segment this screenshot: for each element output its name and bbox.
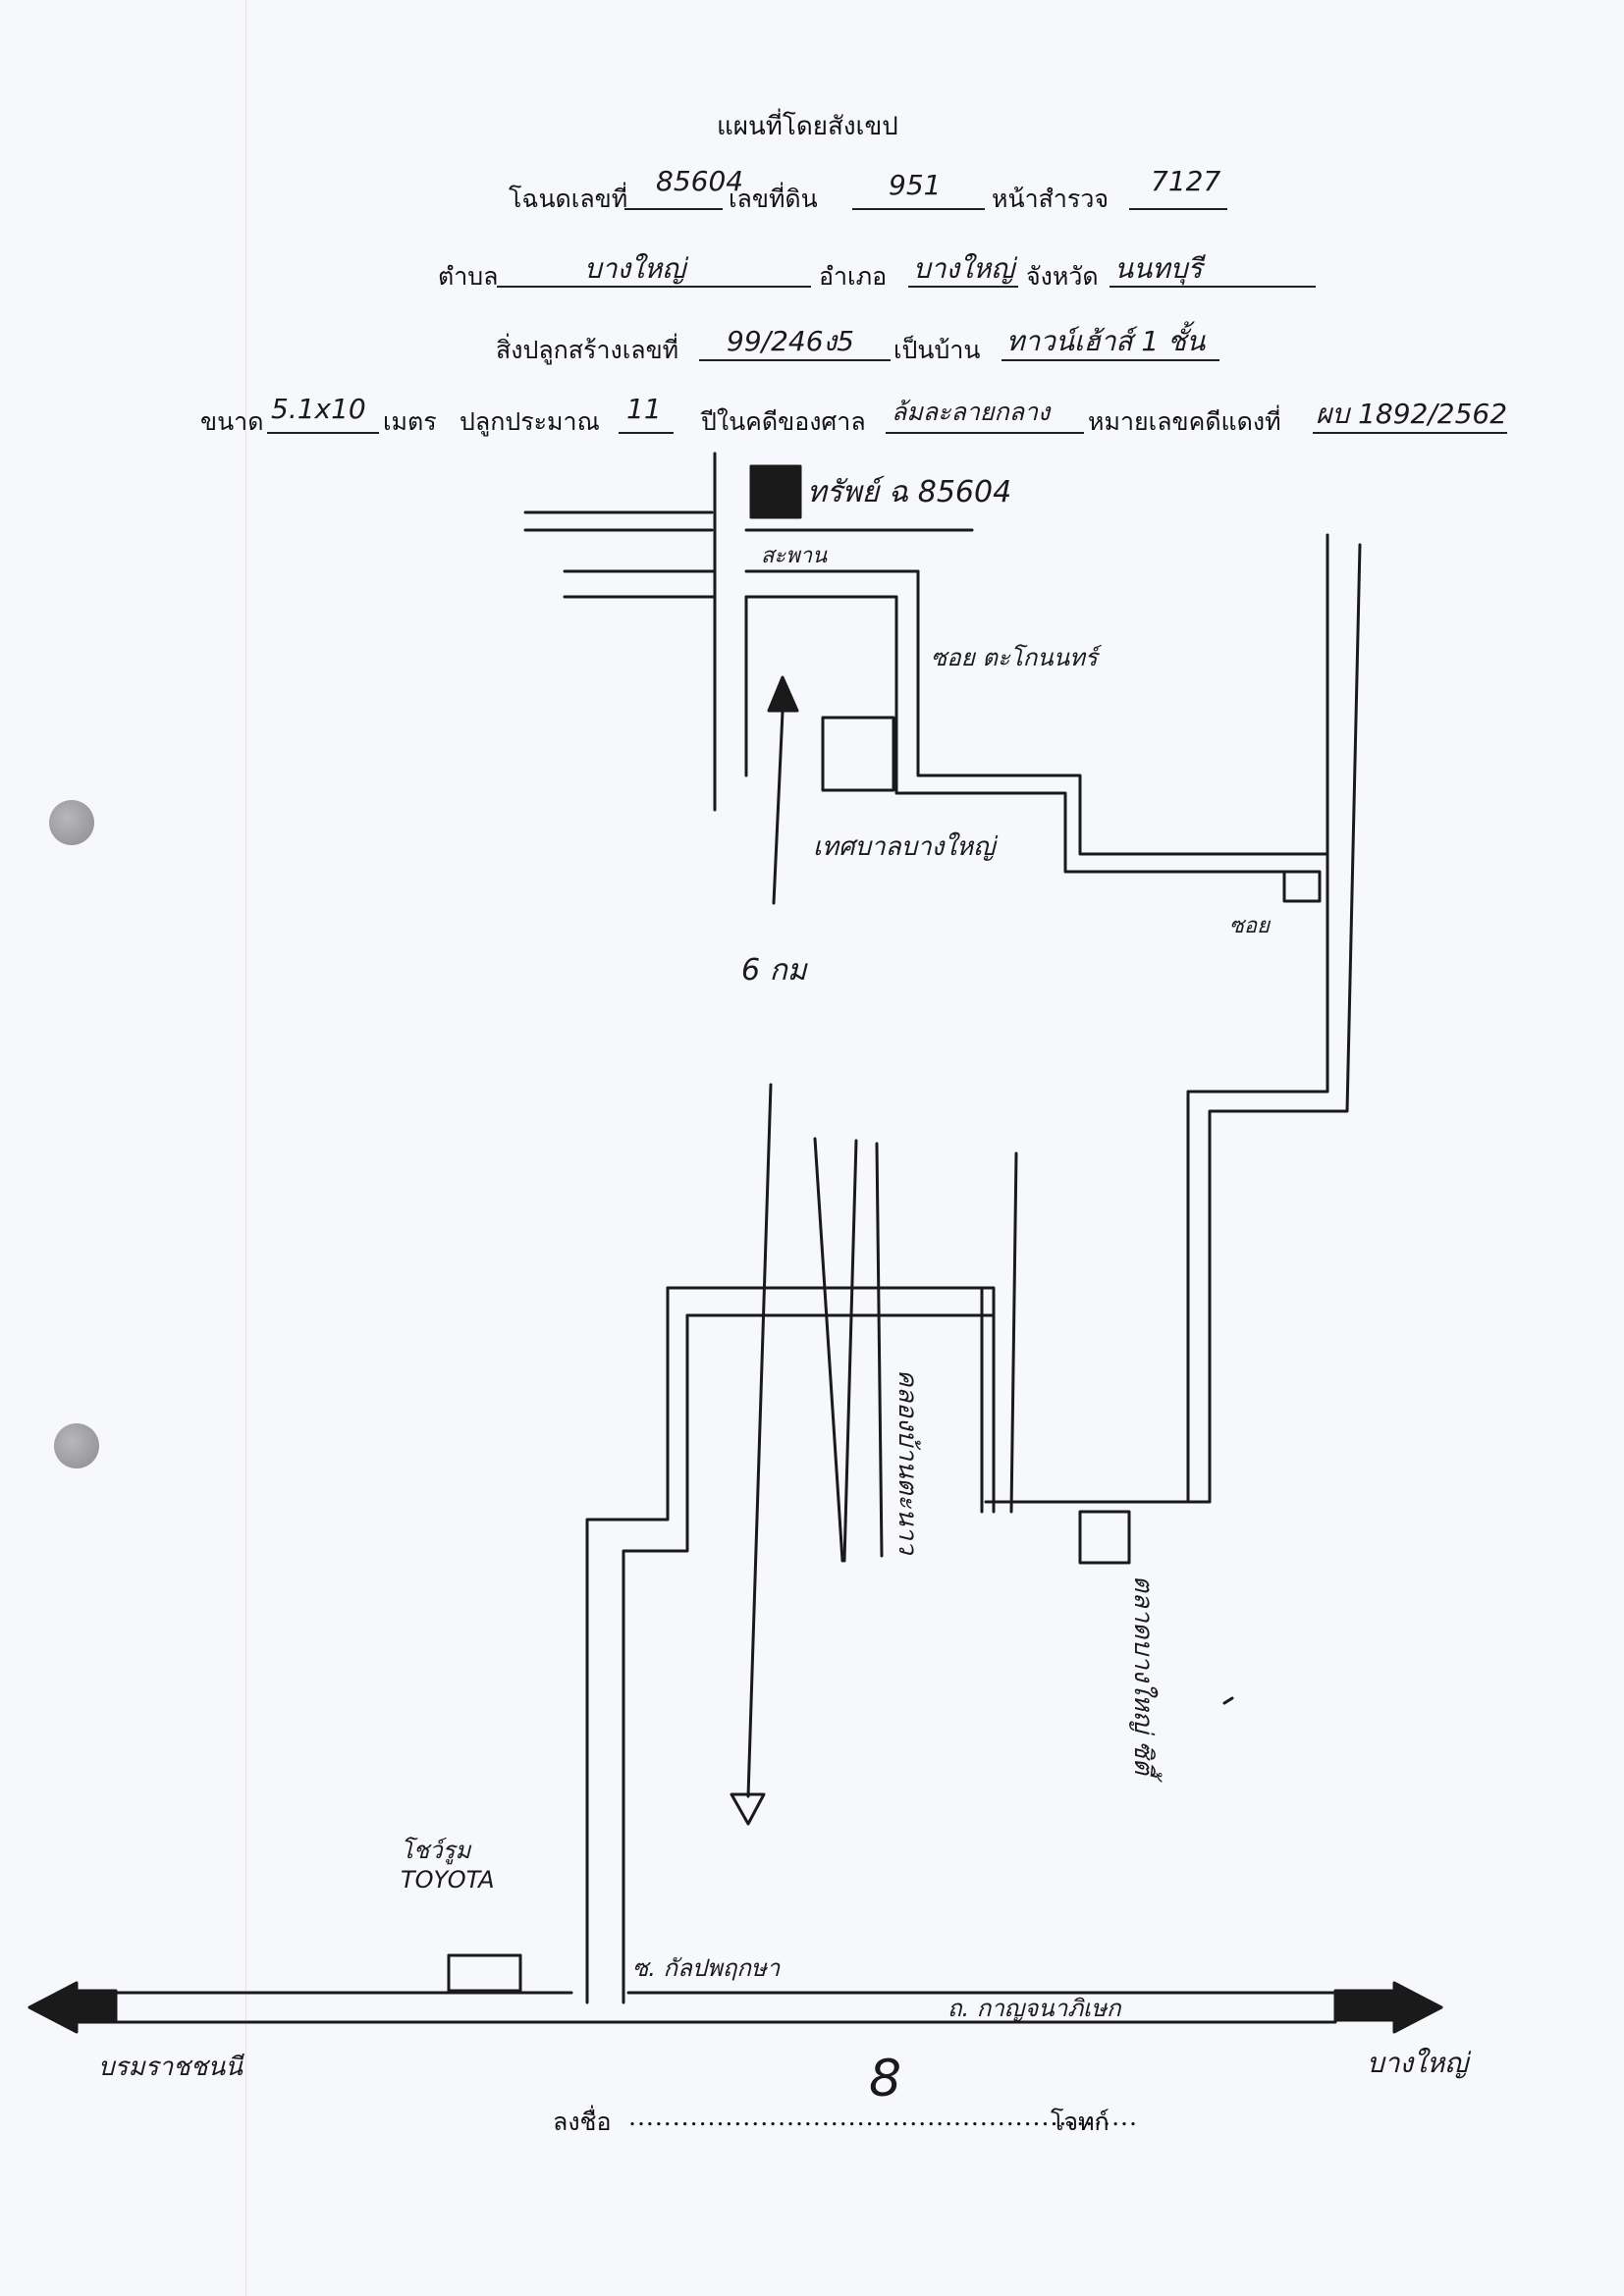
case-number: ผบ 1892/2562: [1316, 398, 1508, 430]
property-label: ทรัพย์ ฉ 85604: [807, 475, 1012, 509]
right-direction-label: บางใหญ่: [1367, 2047, 1469, 2079]
arrow-down-head: [730, 1792, 766, 1826]
market-label: ตลาดบางใหญ่ ซิตี้: [1128, 1575, 1158, 1775]
survey-page-number: 7127: [1151, 165, 1221, 197]
showroom-label: โชว์รูม TOYOTA: [401, 1837, 495, 1894]
arrow-up-shaft: [772, 710, 785, 905]
stepped-road-inner: [894, 744, 1286, 874]
district-label: อำเภอ: [819, 262, 888, 291]
province-label: จังหวัด: [1026, 262, 1099, 291]
main-road-label: ถ. กาญจนาภิเษก: [947, 1995, 1121, 2022]
built-years: 11: [626, 393, 662, 425]
court-name: ล้มละลายกลาง: [892, 398, 1051, 426]
right-road-outer: [1186, 533, 1329, 1504]
arrow-down-shaft: [746, 1083, 773, 1798]
document-title: แผนที่โดยสังเขป: [717, 112, 898, 141]
building-number: 99/246ง5: [727, 325, 854, 357]
arrow-up-head: [767, 675, 799, 713]
case-label: หมายเลขคดีแดงที่: [1088, 407, 1281, 436]
junction-label: ซ. กัลปพฤกษา: [632, 1954, 781, 1982]
signature-role: โจทก์: [1051, 2108, 1110, 2136]
margin-rule: [245, 0, 246, 2296]
soi-top-right-label: ซอย ตะโกนนทร์: [931, 644, 1098, 671]
right-arrow-head: [1392, 1981, 1443, 2034]
distance-label: 6 กม: [741, 953, 807, 988]
left-direction-label: บรมราชชนนี: [98, 2053, 244, 2082]
size-unit: เมตร: [383, 407, 437, 436]
building-label: สิ่งปลูกสร้างเลขที่: [496, 336, 679, 364]
punch-hole-upper: [49, 800, 94, 845]
village-label: เทศบาลบางใหญ่: [813, 832, 996, 862]
signature-label: ลงชื่อ: [553, 2108, 612, 2136]
survey-page-label: หน้าสำรวจ: [992, 185, 1110, 213]
building-type-value: ทาวน์เฮ้าส์ 1 ชั้น: [1006, 325, 1206, 357]
size-value: 5.1x10: [271, 393, 366, 425]
stepped-road-outer: [916, 569, 1329, 856]
province-value: นนทบุรี: [1114, 252, 1203, 285]
district-value: บางใหญ่: [913, 252, 1015, 285]
north-symbol: 8: [869, 2050, 902, 2109]
property-hatch: [749, 464, 802, 519]
land-no-label: เลขที่ดิน: [729, 185, 818, 213]
market-box: [1078, 1510, 1131, 1565]
court-label: ปีในคดีของศาล: [701, 407, 866, 436]
showroom-box: [447, 1953, 522, 1995]
size-label: ขนาด: [200, 407, 264, 436]
punch-hole-lower: [54, 1423, 99, 1468]
signature-line: ........................................…: [628, 2103, 1138, 2131]
soi-label: ซอย: [1229, 914, 1271, 938]
bridge-label: สะพาน: [761, 544, 828, 568]
subdistrict-value: บางใหญ่: [584, 252, 686, 285]
lower-road-outer: [666, 1286, 996, 1514]
property-box: [821, 716, 895, 792]
deed-label: โฉนดเลขที่: [509, 185, 628, 213]
deed-number: 85604: [656, 165, 744, 197]
right-road-inner: [984, 543, 1362, 1504]
built-label: ปลูกประมาณ: [460, 407, 600, 436]
land-number: 951: [889, 169, 942, 201]
canal-label: คลองบ้านตะนาว: [893, 1369, 922, 1555]
lower-road-left-inner: [622, 1313, 689, 1995]
lower-road-left-outer: [585, 1286, 670, 1995]
building-type-label: เป็นบ้าน: [893, 336, 981, 364]
subdistrict-label: ตำบล: [438, 262, 499, 291]
left-arrow-head: [27, 1981, 79, 2034]
